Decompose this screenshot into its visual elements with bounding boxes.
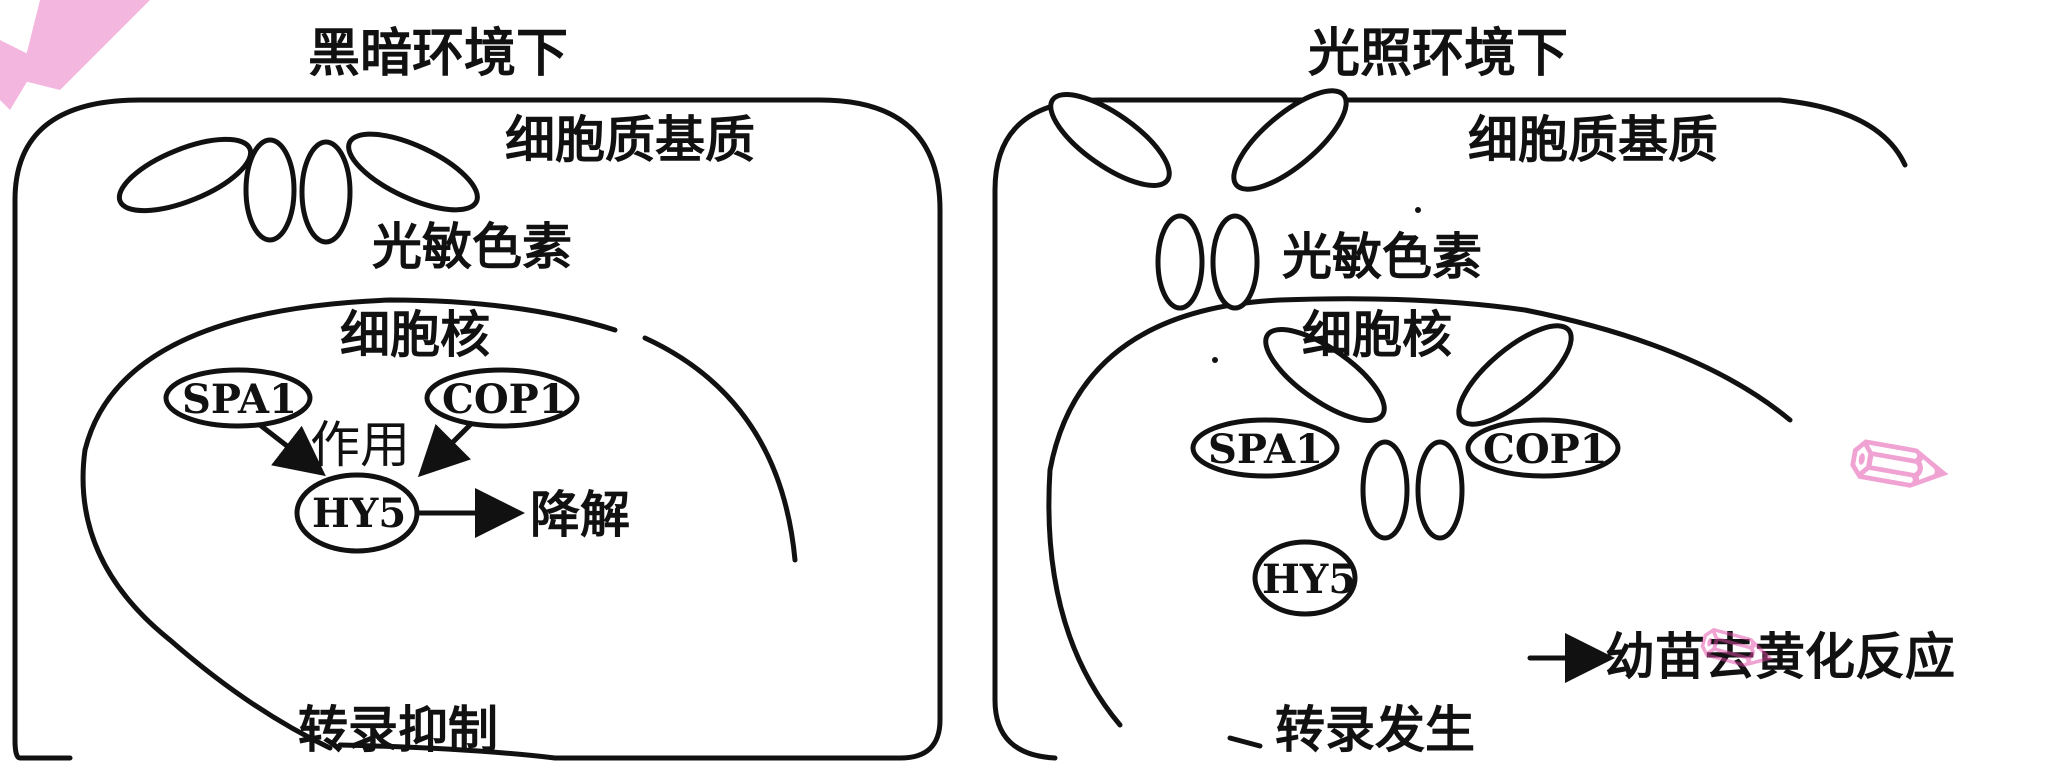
- left-spa1-oval: [163, 367, 313, 429]
- left-cop1-label: COP1: [442, 376, 567, 423]
- left-cytoplasm-label: 细胞质基质: [505, 111, 755, 169]
- right-cytoplasm-label: 细胞质基质: [1468, 111, 1718, 169]
- left-nucleus: [80, 297, 798, 751]
- left-transcription-label: 转录抑制: [298, 701, 498, 759]
- left-action-label: 作用: [310, 416, 410, 474]
- right-spa1-oval: [1190, 417, 1340, 479]
- right-cell: [992, 97, 1908, 761]
- right-transcription-label: 转录发生: [1275, 701, 1475, 759]
- right-nucleus-label: 细胞核: [1302, 306, 1452, 364]
- left-phytochrome: [116, 131, 480, 245]
- right-nucleus: [1046, 296, 1793, 749]
- right-phytochrome-label: 光敏色素: [1282, 228, 1482, 286]
- left-degradation-label: 降解: [530, 486, 630, 544]
- right-panel-title: 光照环境下: [1308, 24, 1569, 84]
- right-response-label: 幼苗去黄化反应: [1605, 628, 1955, 686]
- right-spa1-label: SPA1: [1208, 426, 1323, 473]
- left-hy5-oval: [294, 472, 420, 554]
- left-hy5-label: HY5: [312, 490, 407, 537]
- right-dots: [1212, 207, 1421, 363]
- right-cop1-oval: [1465, 417, 1621, 479]
- left-spa1-label: SPA1: [182, 376, 297, 423]
- left-arrows: [257, 422, 525, 538]
- right-hy5-oval: [1252, 539, 1358, 617]
- left-cop1-oval: [424, 367, 580, 429]
- left-phytochrome-label: 光敏色素: [372, 218, 572, 276]
- right-phytochrome: [1048, 88, 1349, 311]
- left-panel-title: 黑暗环境下: [308, 24, 569, 84]
- watermark-mark: [0, 0, 150, 110]
- right-hy5-label: HY5: [1262, 556, 1357, 603]
- left-cell: [12, 97, 943, 761]
- right-cop1-label: COP1: [1483, 426, 1608, 473]
- right-nuclear-phytochrome: [1263, 323, 1574, 541]
- left-nucleus-label: 细胞核: [340, 306, 490, 364]
